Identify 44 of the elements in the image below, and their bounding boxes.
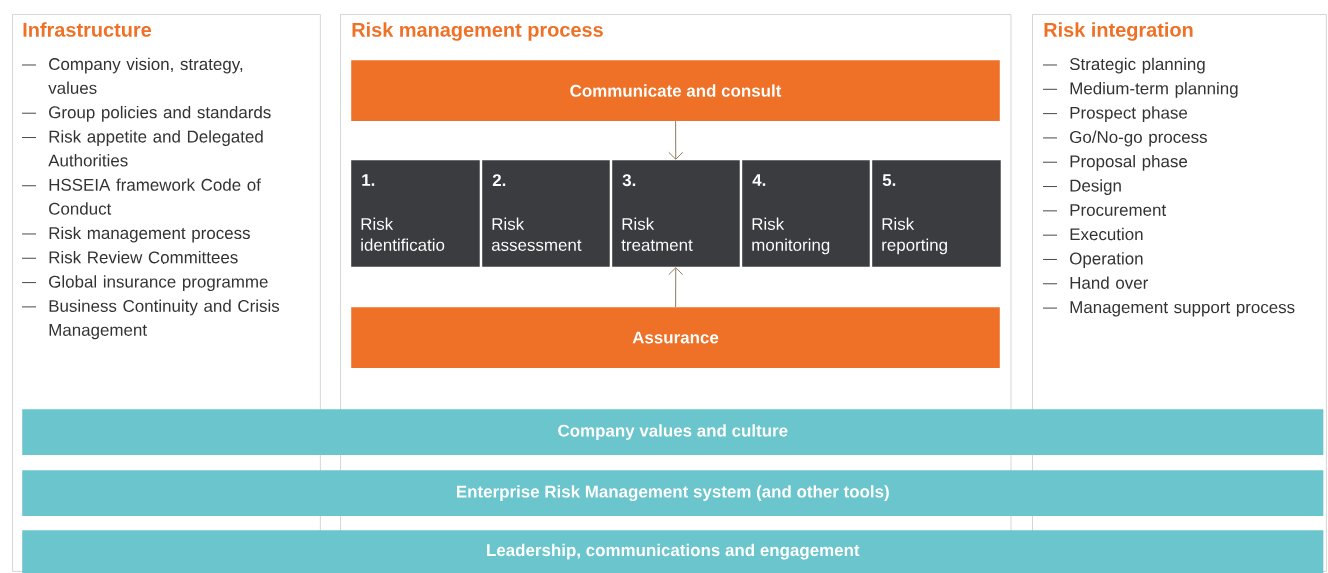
step-number: 2. xyxy=(492,174,506,186)
foundation-band: Company values and culture xyxy=(22,409,1324,455)
list-item: Medium-term planning xyxy=(1042,82,1238,98)
step-box xyxy=(742,160,870,267)
list-item: Group policies and standards xyxy=(21,105,271,122)
panel-heading: Infrastructure xyxy=(23,22,152,37)
list-item: Procurement xyxy=(1042,204,1166,216)
list-item: Business Continuity and Crisis Management xyxy=(21,299,280,340)
list-item: Go/No-go process xyxy=(1042,130,1207,147)
process-bar: Assurance xyxy=(351,307,1000,368)
arrow xyxy=(668,267,684,308)
list-item: Execution xyxy=(1042,227,1143,241)
step-box xyxy=(612,160,740,267)
list-item: Proposal phase xyxy=(1042,154,1188,171)
panel-heading: Risk integration xyxy=(1044,22,1193,41)
step-number: 5. xyxy=(882,174,896,186)
step-number: 1. xyxy=(362,174,375,186)
step-box xyxy=(872,160,1001,267)
step-label: Risk identificatio xyxy=(361,217,445,251)
step-label: Risk monitoring xyxy=(752,217,830,255)
panel-heading: Risk management process xyxy=(352,22,603,41)
list-item: Hand over xyxy=(1042,276,1148,289)
step-label: Risk assessment xyxy=(491,217,582,251)
foundation-band: Leadership, communications and engagement xyxy=(22,530,1324,573)
foundation-band: Enterprise Risk Management system (and other tools) xyxy=(22,470,1324,516)
step-label: Risk treatment xyxy=(621,217,693,251)
list-item: Risk appetite and Delegated Authorities xyxy=(21,130,263,167)
process-bar: Communicate and consult xyxy=(351,60,1000,121)
list-item: Company vision, strategy, values xyxy=(21,57,243,94)
list-item: Operation xyxy=(1042,252,1143,268)
step-number: 3. xyxy=(622,174,636,187)
list-item: Strategic planning xyxy=(1042,57,1205,74)
list-item: Global insurance programme xyxy=(21,275,268,292)
list-item: Design xyxy=(1042,179,1121,195)
step-box xyxy=(351,160,480,267)
list-item: Prospect phase xyxy=(1042,106,1188,123)
arrow xyxy=(668,120,684,160)
step-box xyxy=(482,160,610,267)
list-item: HSSEIA framework Code of Conduct xyxy=(21,178,261,215)
step-label: Risk reporting xyxy=(882,217,947,255)
list-item: Risk management process xyxy=(21,226,250,243)
step-number: 4. xyxy=(752,174,766,186)
list-item: Risk Review Committees xyxy=(21,250,238,264)
list-item: Management support process xyxy=(1042,301,1295,317)
